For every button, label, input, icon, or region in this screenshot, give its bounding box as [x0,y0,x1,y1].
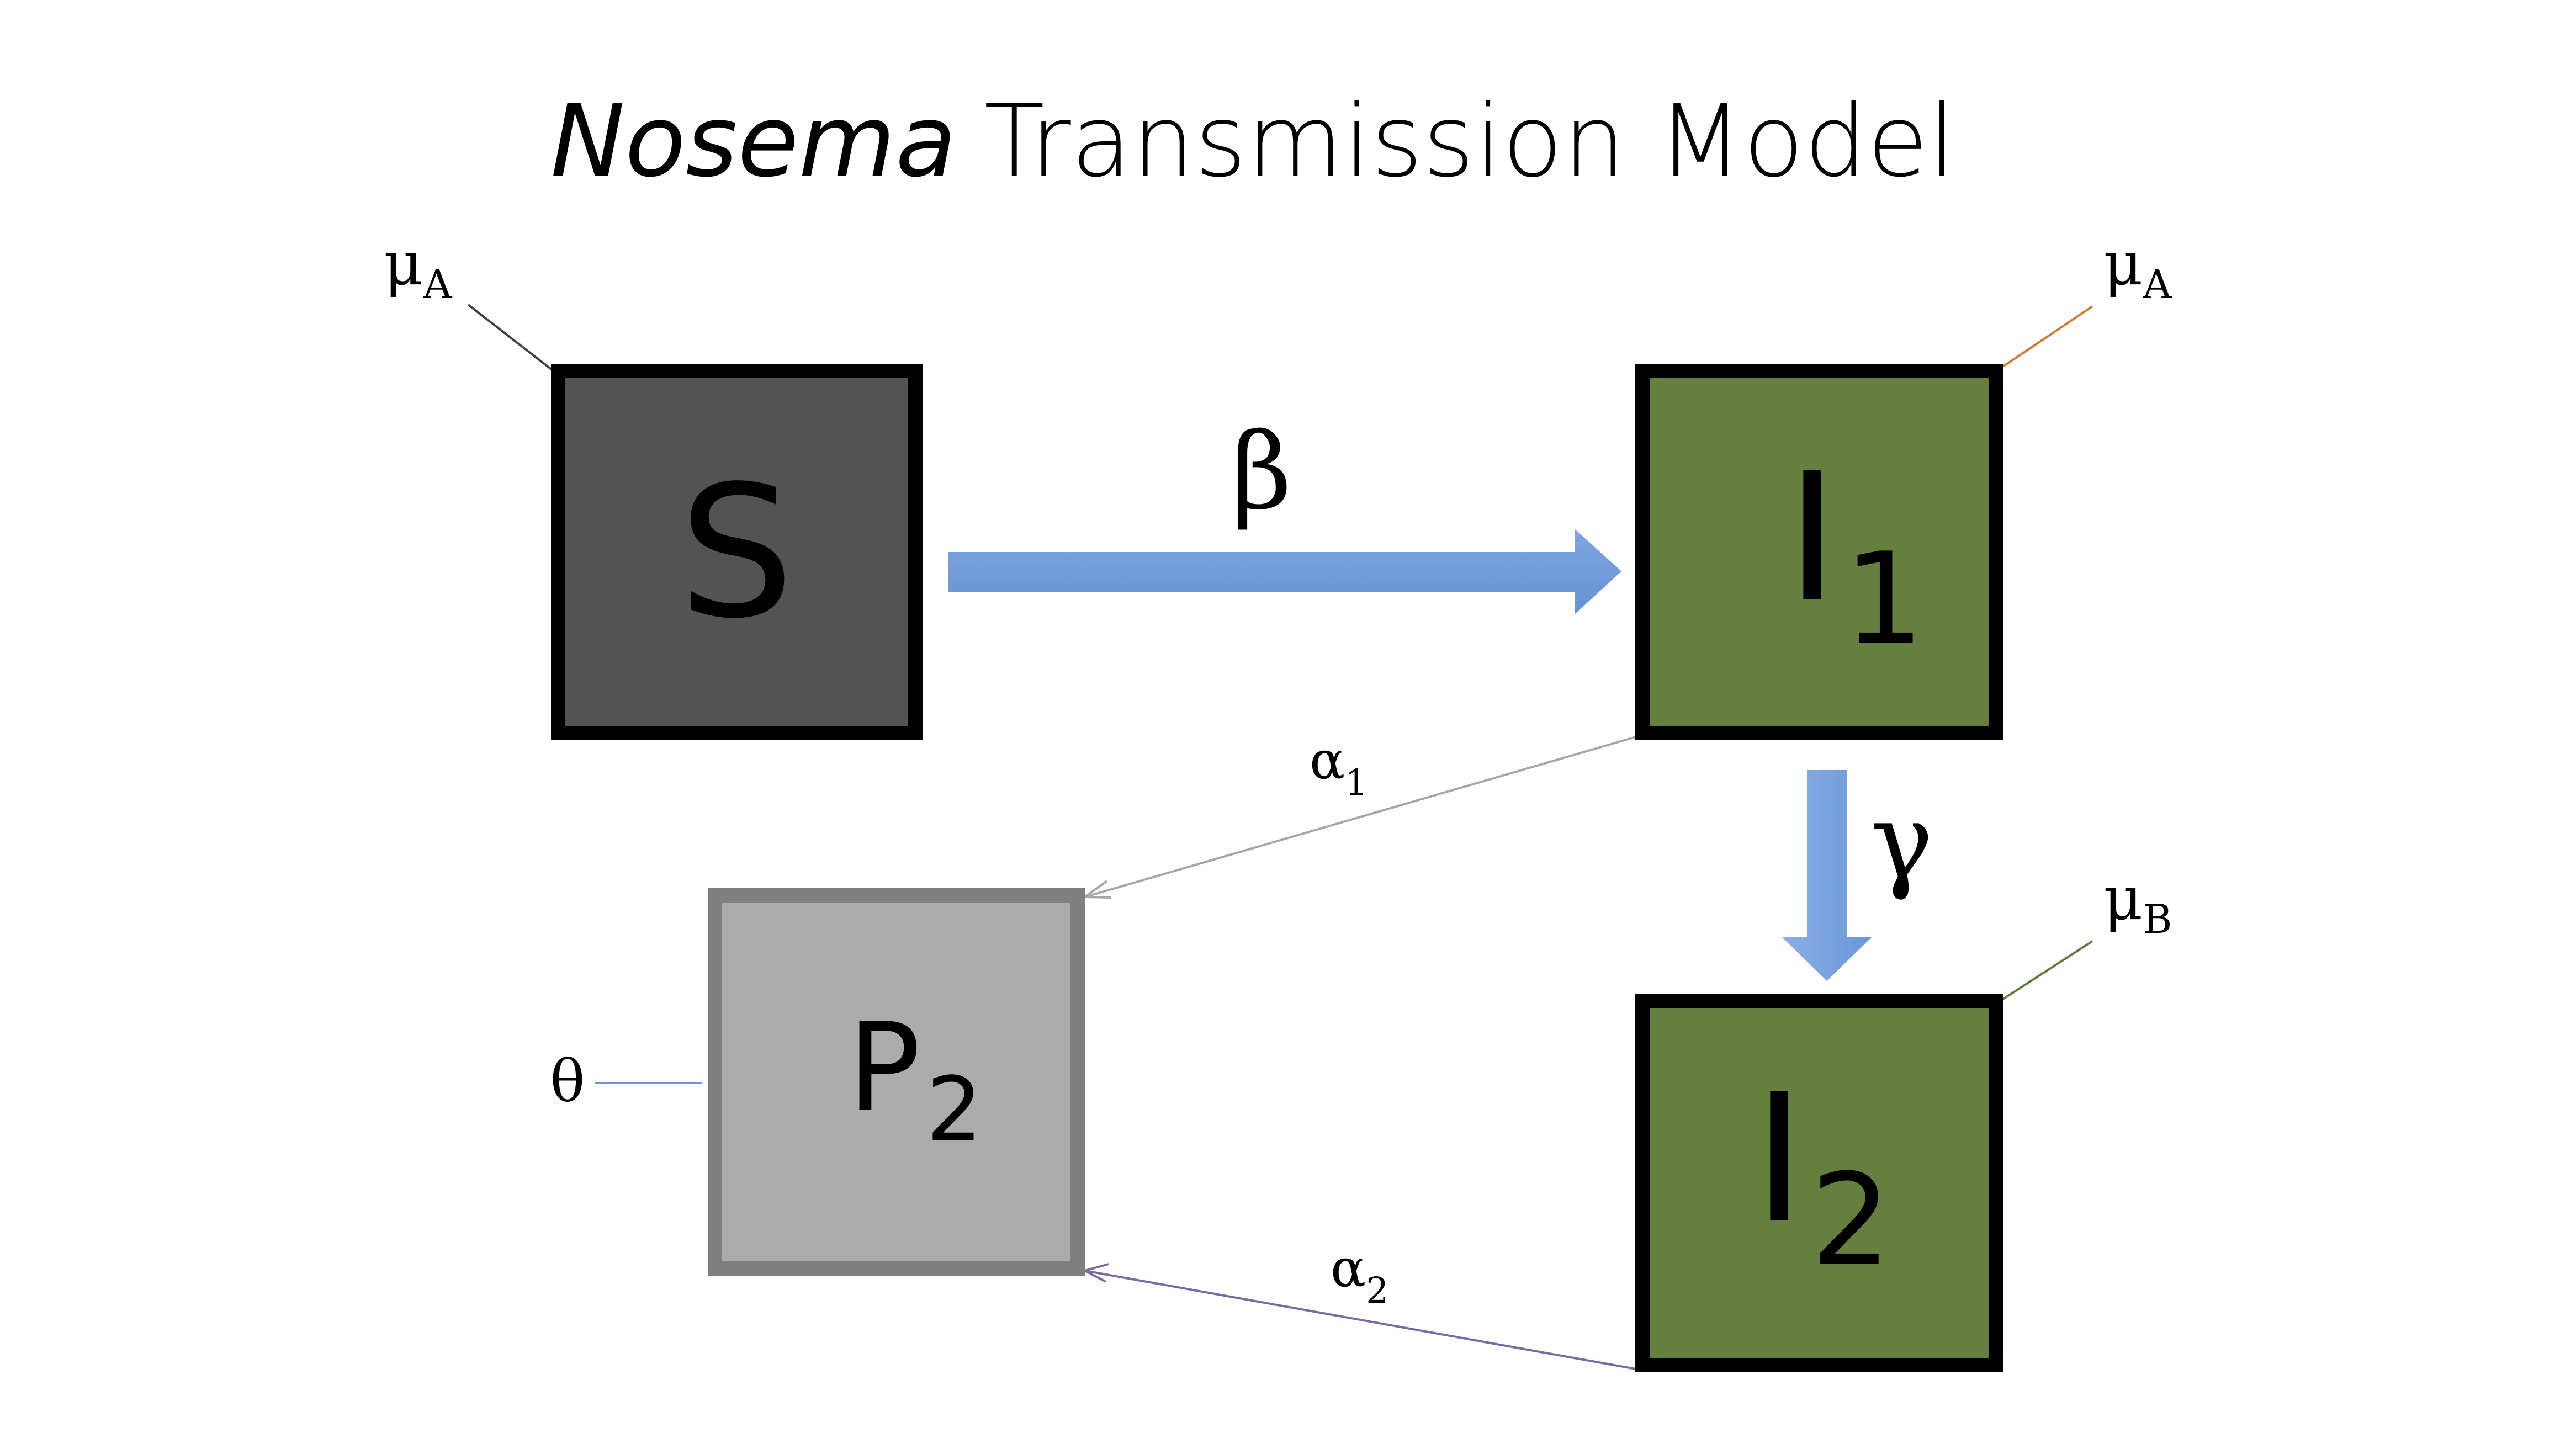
node-s: S [551,364,923,740]
title-rest: Transmission Model [984,84,1955,199]
title-italic: Nosema [550,84,956,199]
alpha2-label: α2 [1331,1238,1389,1312]
mu-s-line [467,304,553,371]
node-p2-label: P2 [847,997,982,1161]
node-i1: I1 [1635,364,2003,740]
beta-label: β [1231,411,1292,533]
node-i2-box [1635,994,2003,1372]
mu-i2-line [2000,940,2093,1001]
node-i2: I2 [1635,994,2003,1372]
node-i1-box [1635,364,2003,740]
node-i1-label: I1 [1786,436,1925,673]
theta-label: θ [550,1048,585,1115]
node-s-box [551,364,923,740]
beta-arrow [948,529,1621,614]
node-p2: P2 [708,888,1085,1276]
gamma-arrow [1782,770,1872,981]
mu-i2-label: μB [2103,863,2172,942]
alpha1-arrow [1082,736,1636,899]
mu-s-label: μA [384,228,453,307]
gamma-label: γ [1870,781,1933,903]
node-p2-box [708,888,1085,1276]
mu-i1-line [2000,305,2093,369]
node-i2-label: I2 [1753,1057,1891,1294]
alpha1-label: α1 [1310,730,1368,804]
mu-i1-label: μA [2103,228,2172,307]
node-s-label: S [679,447,794,659]
